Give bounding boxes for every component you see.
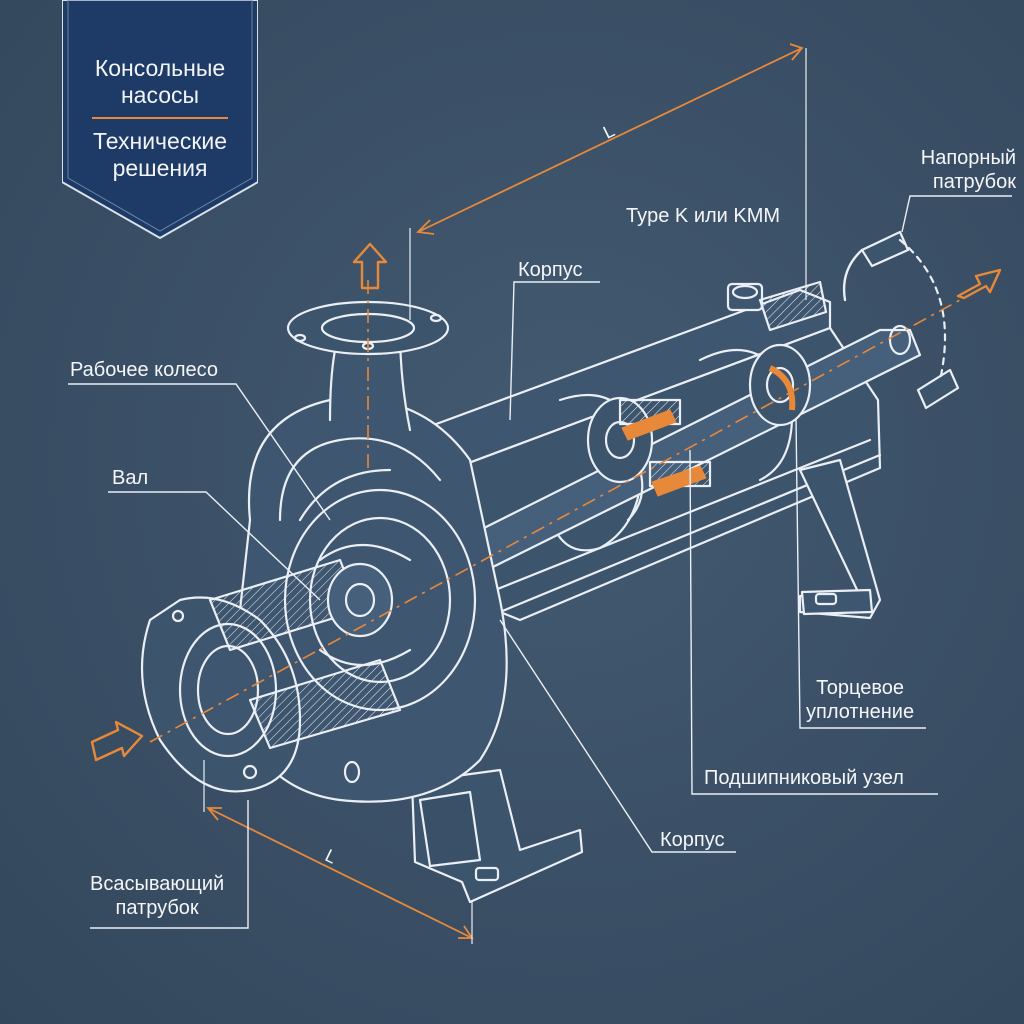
front-support-foot: [410, 768, 584, 904]
banner-line-1: Консольные: [94, 55, 226, 81]
dimension-label-bottom: L: [322, 845, 340, 867]
leader-lines: [68, 195, 1012, 929]
title-banner: [62, 0, 258, 240]
label-suction-line2: патрубок: [115, 897, 199, 919]
suction-flange: [140, 558, 402, 793]
label-impeller: Рабочее колесо: [70, 359, 218, 381]
leader-housing-top: [509, 281, 600, 421]
label-mech-seal-line2: уплотнение: [806, 701, 915, 723]
leader-shaft: [108, 491, 321, 601]
mechanical-seal-accent: [621, 365, 796, 497]
discharge-flange-top: [286, 300, 450, 432]
leader-housing-bottom: [499, 619, 736, 853]
banner-line-4: решения: [112, 155, 208, 181]
leader-impeller: [68, 383, 331, 521]
flow-up-arrow-icon: [352, 242, 388, 290]
banner-subtitle: Технические решения: [62, 128, 258, 182]
banner-line-3: Технические: [92, 128, 228, 154]
label-type-note: Type K или KMM: [626, 205, 781, 227]
rear-support-foot: [798, 458, 882, 620]
flow-in-arrow-icon: [90, 720, 144, 762]
dimension-bottom: [203, 760, 474, 944]
leader-mech-seal: [795, 417, 926, 729]
centerline: [149, 280, 961, 743]
discharge-outlet-flange: [842, 230, 960, 410]
leader-bearing: [689, 449, 938, 795]
impeller: [318, 544, 412, 666]
leader-discharge: [901, 195, 1012, 233]
label-suction-nozzle: Всасывающий патрубок: [90, 872, 224, 920]
label-mech-seal-line1: Торцевое: [816, 677, 904, 699]
banner-line-2: насосы: [120, 82, 200, 108]
dimension-top: [409, 43, 807, 320]
label-housing-bottom: Корпус: [660, 829, 725, 851]
label-housing-top: Корпус: [518, 259, 583, 281]
label-suction-line1: Всасывающий: [90, 873, 225, 895]
label-discharge-line2: патрубок: [932, 171, 1016, 193]
label-shaft: Вал: [112, 467, 149, 489]
label-discharge-nozzle: Напорный патрубок: [921, 146, 1016, 194]
label-bearing-unit: Подшипниковый узел: [704, 767, 904, 789]
dimension-label-top: L: [600, 120, 618, 142]
label-discharge-line1: Напорный: [920, 147, 1016, 169]
flow-out-arrow-icon: [956, 268, 1002, 300]
leader-suction: [90, 800, 249, 929]
label-mechanical-seal: Торцевое уплотнение: [806, 676, 914, 724]
banner-title: Консольные насосы: [62, 55, 258, 109]
